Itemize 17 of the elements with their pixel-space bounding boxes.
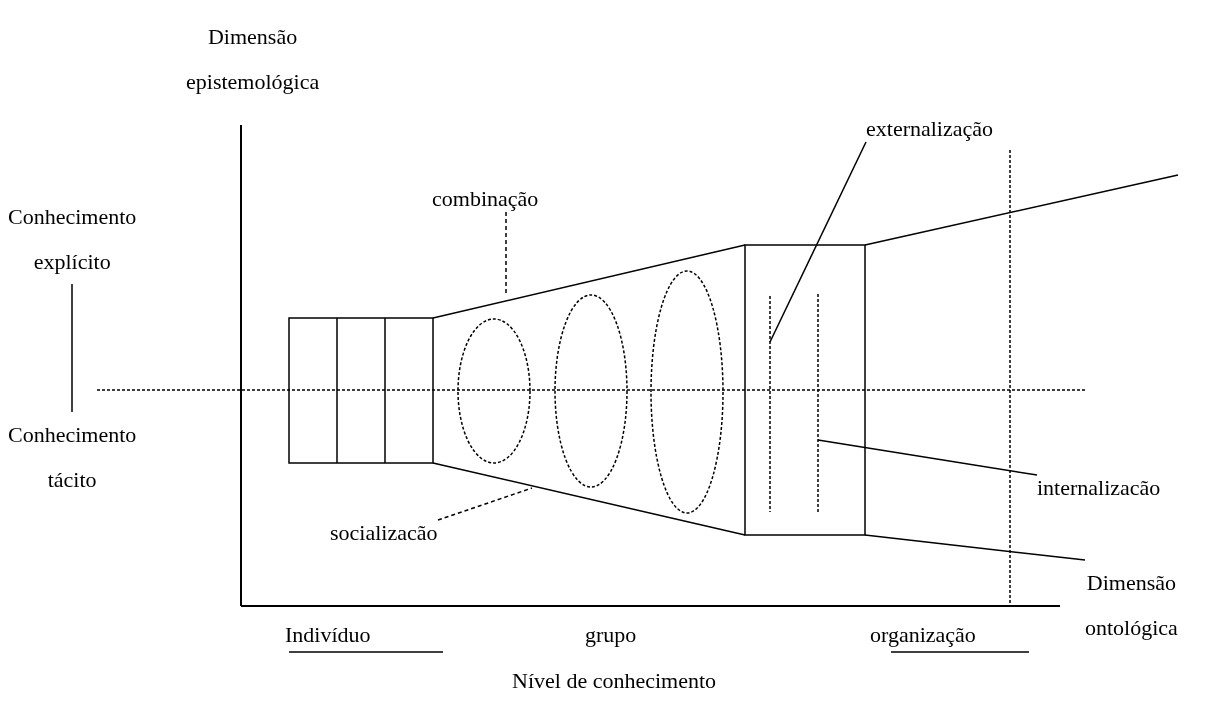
scale-line [71,283,73,413]
node-label: externalização [866,116,993,142]
node-label: Conhecimento explícito [8,194,137,284]
node-label: Dimensão ontológica [1085,560,1178,650]
axis-label: grupo [585,622,637,648]
node-label: internalizacão [1037,475,1161,501]
axis-label: Indivíduo [285,622,371,648]
axis-label: organização [870,622,976,648]
node-label: combinação [432,186,539,212]
leader-line [437,487,533,521]
node-label: Conhecimento tácito [8,412,137,502]
leader-line [769,141,867,343]
node-label: Dimensão epistemológica [186,14,320,104]
leader-line [817,439,1038,476]
axis-label: Nível de conhecimento [512,668,717,694]
leader-line [864,534,1086,561]
node-label: socializacão [330,520,438,546]
